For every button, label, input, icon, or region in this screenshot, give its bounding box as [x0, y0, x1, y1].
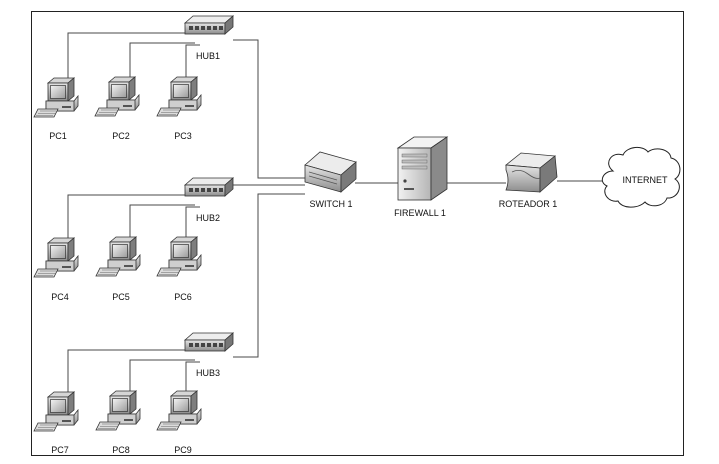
roteador-1-label: ROTEADOR 1	[499, 199, 558, 209]
pc-5-label: PC5	[112, 292, 130, 302]
switch-1-label: SWITCH 1	[309, 199, 352, 209]
hub-2[interactable]: HUB2	[184, 177, 234, 223]
switch-1[interactable]: SWITCH 1	[304, 151, 357, 209]
hub-1[interactable]: HUB1	[184, 15, 234, 61]
pc-8-label: PC8	[112, 445, 130, 455]
internet-label: INTERNET	[623, 175, 669, 185]
hub-3[interactable]: HUB3	[184, 332, 234, 378]
pc-8[interactable]: PC8	[95, 390, 141, 455]
hub-1-label: HUB1	[196, 51, 220, 61]
pc-6-label: PC6	[174, 292, 192, 302]
pc-1-label: PC1	[49, 131, 67, 141]
internet-cloud[interactable]: INTERNET	[601, 147, 681, 208]
pc-2-label: PC2	[112, 131, 130, 141]
firewall-1[interactable]: FIREWALL 1	[394, 136, 449, 218]
pc-3-label: PC3	[174, 131, 192, 141]
pc-5[interactable]: PC5	[95, 236, 141, 302]
pc-7-label: PC7	[51, 445, 69, 455]
pc-7[interactable]: PC7	[33, 391, 79, 455]
pc-1[interactable]: PC1	[33, 77, 79, 141]
pc-9-label: PC9	[174, 445, 192, 455]
pc-4-label: PC4	[51, 292, 69, 302]
pc-2[interactable]: PC2	[94, 76, 140, 141]
connection-lines	[67, 32, 604, 392]
hub-3-label: HUB3	[196, 368, 220, 378]
roteador-1[interactable]: ROTEADOR 1	[499, 152, 558, 209]
pc-4[interactable]: PC4	[33, 237, 79, 302]
diagram-frame	[31, 11, 684, 456]
hub-2-label: HUB2	[196, 213, 220, 223]
pc-3[interactable]: PC3	[156, 76, 202, 141]
firewall-1-label: FIREWALL 1	[394, 208, 446, 218]
pc-9[interactable]: PC9	[156, 390, 202, 455]
pc-6[interactable]: PC6	[156, 236, 202, 302]
